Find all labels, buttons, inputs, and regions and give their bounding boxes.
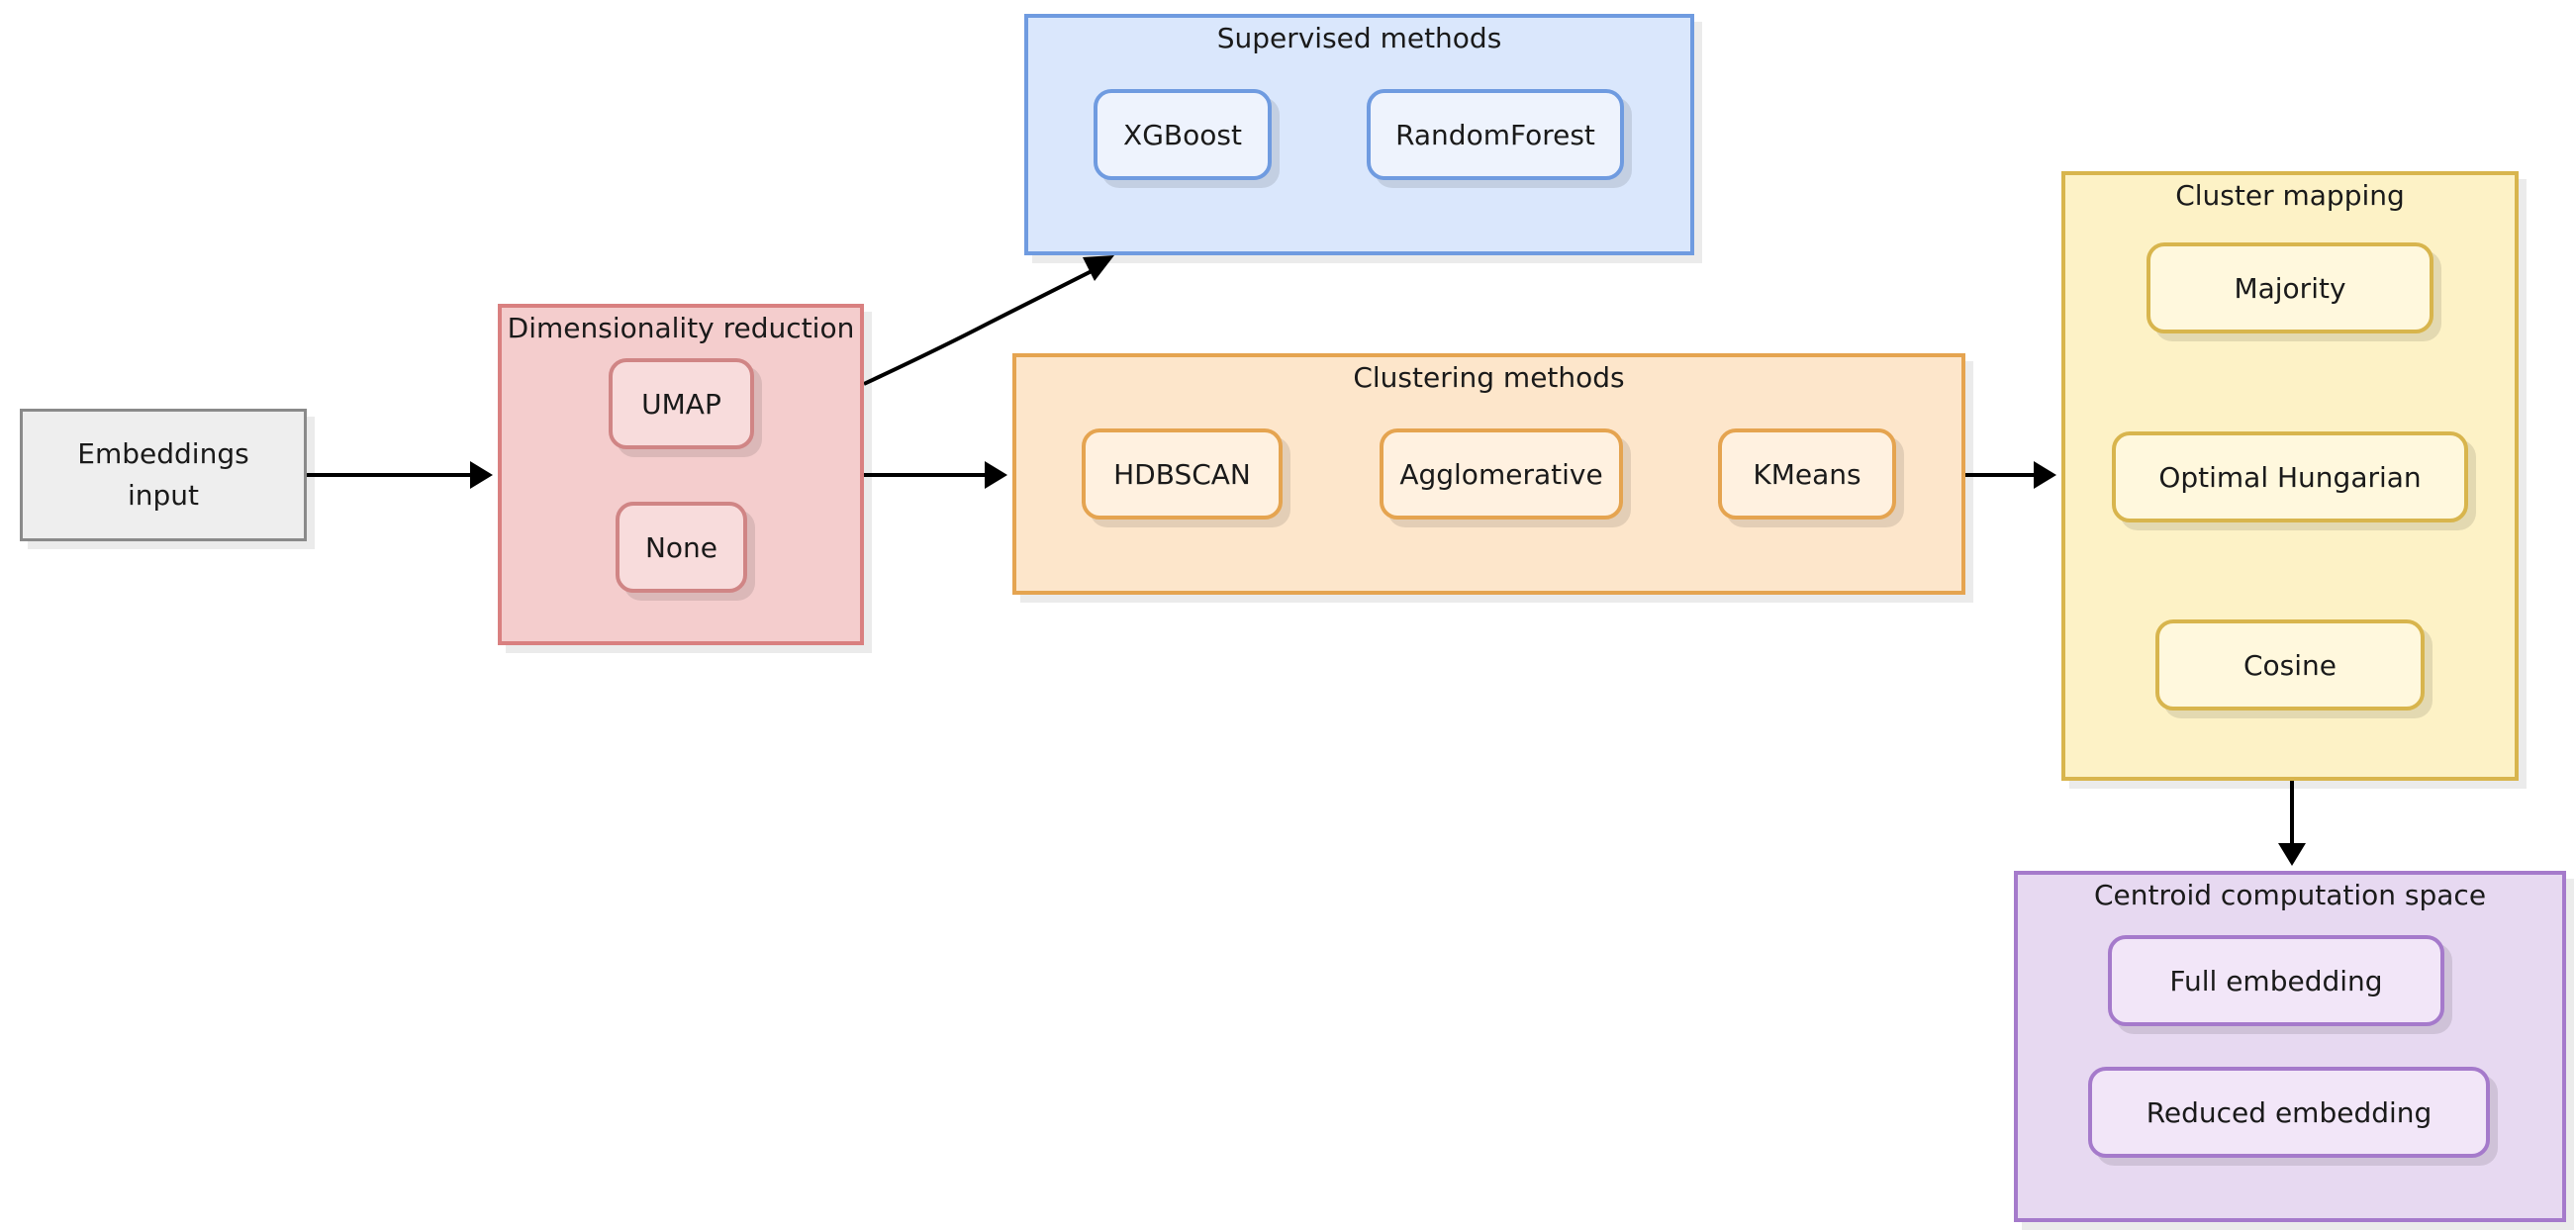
supervised-methods-title: Supervised methods: [1216, 22, 1502, 54]
full-embedding-node: Full embedding: [2108, 935, 2444, 1026]
arrow-input-to-dimred: [307, 461, 493, 489]
arrow-dimred-to-supervised: [863, 255, 1114, 386]
umap-node: UMAP: [609, 358, 754, 449]
xgboost-node: XGBoost: [1094, 89, 1272, 180]
clustering-methods-title: Clustering methods: [1353, 361, 1625, 394]
embeddings-input-node: Embeddings input: [20, 409, 307, 541]
cluster-mapping-title: Cluster mapping: [2175, 179, 2405, 212]
optimal-hungarian-node: Optimal Hungarian: [2112, 431, 2468, 522]
agglomerative-node: Agglomerative: [1380, 428, 1623, 520]
randomforest-node: RandomForest: [1367, 89, 1624, 180]
arrow-clustering-to-mapping: [1965, 461, 2056, 489]
kmeans-node: KMeans: [1718, 428, 1896, 520]
centroid-computation-title: Centroid computation space: [2093, 879, 2487, 911]
reduced-embedding-node: Reduced embedding: [2088, 1067, 2490, 1158]
arrow-dimred-to-clustering: [864, 461, 1007, 489]
majority-node: Majority: [2147, 242, 2433, 333]
cosine-node: Cosine: [2155, 619, 2425, 711]
dimensionality-reduction-group: Dimensionality reduction: [498, 304, 864, 645]
dimensionality-reduction-title: Dimensionality reduction: [507, 312, 855, 344]
input-label-line1: Embeddings: [77, 437, 249, 470]
hdbscan-node: HDBSCAN: [1082, 428, 1283, 520]
input-label-line2: input: [127, 479, 200, 512]
none-node: None: [616, 502, 747, 593]
centroid-computation-group: Centroid computation space: [2014, 871, 2566, 1222]
